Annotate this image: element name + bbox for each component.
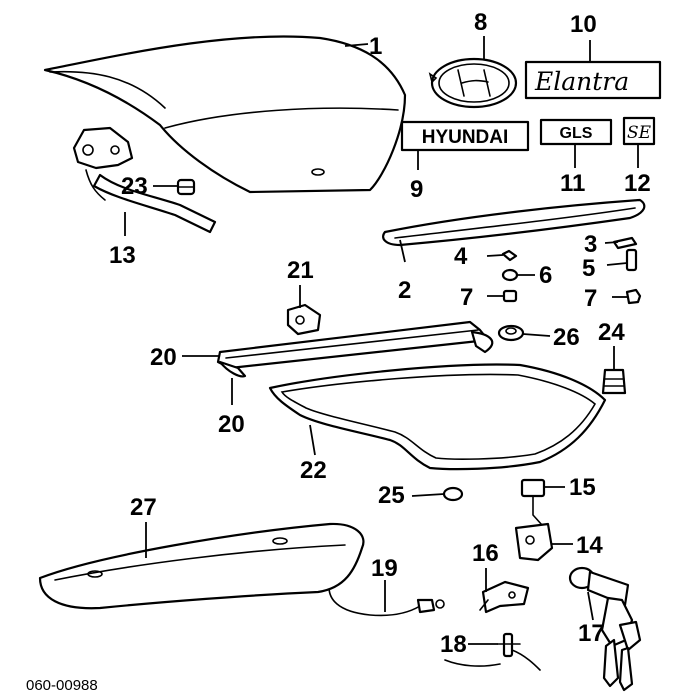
callout-7b: 7 bbox=[584, 285, 597, 312]
callout-25: 25 bbox=[378, 482, 405, 509]
elantra-script-text: Elantra bbox=[534, 67, 629, 96]
diagram-code: 060-00988 bbox=[26, 677, 98, 694]
weatherstrip-channel-part bbox=[216, 320, 494, 378]
callout-18: 18 bbox=[440, 631, 467, 658]
release-lever-part bbox=[444, 632, 541, 671]
callout-8: 8 bbox=[474, 9, 487, 36]
callout-20a: 20 bbox=[150, 344, 177, 371]
latch-switch-part bbox=[520, 478, 546, 526]
callout-15: 15 bbox=[569, 474, 596, 501]
se-badge-text: SE bbox=[627, 123, 652, 143]
elantra-script-badge-part: Elantra bbox=[524, 60, 662, 100]
callout-3: 3 bbox=[584, 231, 597, 258]
callout-2: 2 bbox=[398, 277, 411, 304]
callout-labels: 1 2 3 4 5 6 7 7 8 9 10 11 12 13 14 15 16… bbox=[109, 9, 651, 658]
callout-27: 27 bbox=[130, 494, 157, 521]
nut-7b-part bbox=[625, 288, 642, 305]
callout-23: 23 bbox=[121, 173, 148, 200]
gls-badge-part: GLS bbox=[539, 118, 613, 146]
pin-5-part bbox=[625, 248, 638, 272]
hyundai-wordmark-text: HYUNDAI bbox=[422, 127, 509, 148]
trunk-lid-part bbox=[43, 35, 407, 194]
lock-cylinder-part bbox=[568, 566, 642, 692]
weatherstrip-seal-part bbox=[268, 363, 607, 471]
stud-3-part bbox=[612, 236, 638, 250]
callout-5: 5 bbox=[582, 255, 595, 282]
gls-badge-text: GLS bbox=[560, 125, 593, 142]
se-badge-part: SE bbox=[622, 116, 656, 146]
rear-spoiler-part bbox=[382, 198, 646, 247]
callout-10: 10 bbox=[570, 11, 597, 38]
callout-22: 22 bbox=[300, 457, 327, 484]
callout-9: 9 bbox=[410, 176, 423, 203]
clip-26-part bbox=[497, 324, 525, 342]
release-cable-part bbox=[328, 579, 445, 617]
callout-14: 14 bbox=[576, 532, 603, 559]
callout-4: 4 bbox=[454, 243, 468, 270]
leader-lines bbox=[124, 36, 639, 645]
callout-13: 13 bbox=[109, 242, 136, 269]
trunk-trim-part bbox=[38, 522, 365, 610]
cushion-24-part bbox=[601, 368, 627, 395]
grommet-6-part bbox=[501, 268, 519, 282]
callout-7a: 7 bbox=[460, 284, 473, 311]
bracket-21-part bbox=[286, 303, 322, 336]
trunk-latch-part bbox=[514, 522, 554, 562]
bumper-23-part bbox=[176, 178, 196, 196]
clip-4-part bbox=[501, 249, 518, 262]
hyundai-wordmark-part: HYUNDAI bbox=[400, 120, 530, 152]
callout-24: 24 bbox=[598, 319, 625, 346]
grommet-25-part bbox=[442, 486, 464, 502]
callout-17: 17 bbox=[578, 620, 605, 647]
callout-6: 6 bbox=[539, 262, 552, 289]
callout-1: 1 bbox=[369, 33, 382, 60]
callout-16: 16 bbox=[472, 540, 499, 567]
callout-20b: 20 bbox=[218, 411, 245, 438]
trunk-hinge-part bbox=[72, 126, 217, 234]
callout-12: 12 bbox=[624, 170, 651, 197]
hyundai-h-emblem-part bbox=[428, 57, 518, 109]
callout-26: 26 bbox=[553, 324, 580, 351]
callout-19: 19 bbox=[371, 555, 398, 582]
trunk-striker-part bbox=[479, 580, 530, 614]
nut-7a-part bbox=[502, 289, 518, 303]
callout-11: 11 bbox=[560, 170, 585, 197]
callout-21: 21 bbox=[287, 257, 314, 284]
